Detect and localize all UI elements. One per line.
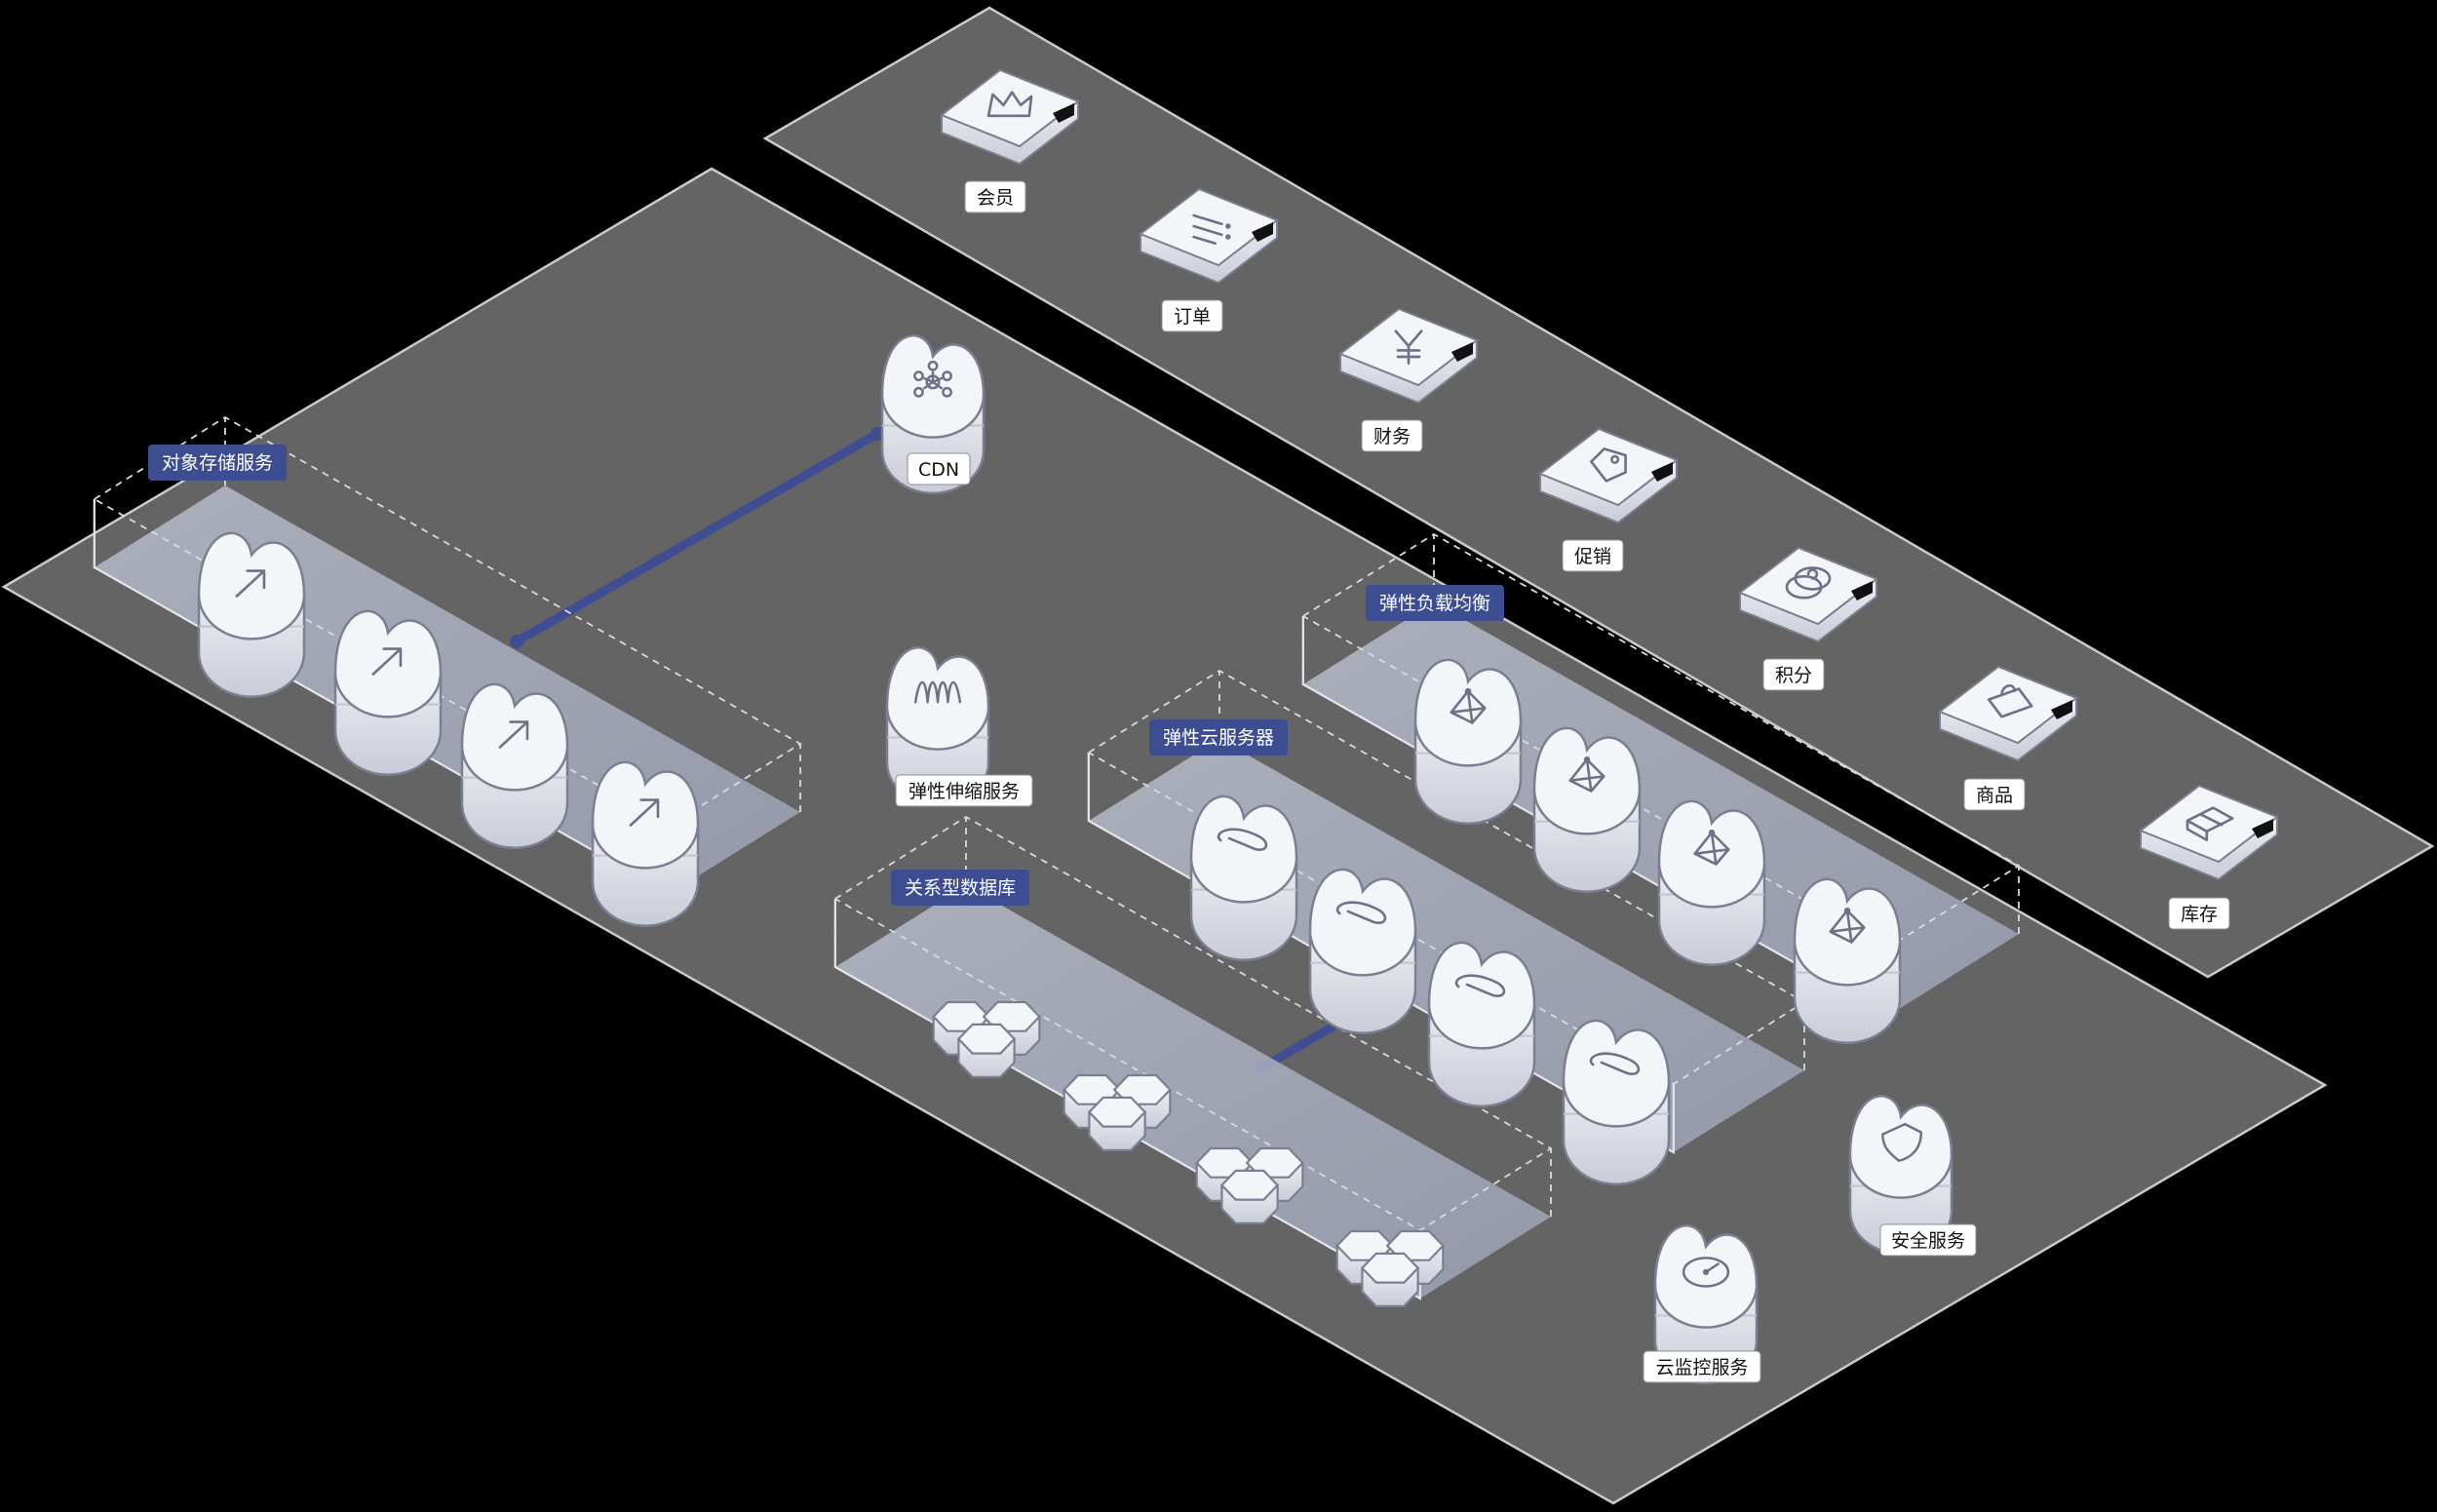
tag-icon xyxy=(1590,447,1627,483)
ecs-node-3[interactable] xyxy=(1427,941,1536,1108)
box-icon xyxy=(2186,806,2234,841)
balance-icon xyxy=(1829,907,1866,944)
elb-node-4[interactable] xyxy=(1793,877,1902,1045)
group-relational-db xyxy=(833,815,1553,1307)
service-label-security[interactable]: 安全服务 xyxy=(1879,1223,1977,1257)
group-label-relational-db[interactable]: 关系型数据库 xyxy=(891,870,1029,906)
business-product[interactable] xyxy=(1937,665,2079,762)
paperclip-icon xyxy=(1335,901,1387,924)
service-groups xyxy=(93,415,2021,1307)
business-inventory[interactable] xyxy=(2138,784,2280,881)
relational-db-node-1[interactable] xyxy=(932,1000,1041,1078)
connector-object-storage-cdn xyxy=(512,429,882,646)
group-ecs xyxy=(1087,669,1806,1186)
business-order[interactable] xyxy=(1138,187,1280,285)
network-icon xyxy=(913,360,952,398)
upload-arrow-icon xyxy=(371,647,403,676)
business-label-order[interactable]: 订单 xyxy=(1161,299,1223,332)
group-elb xyxy=(1301,532,2021,1045)
labels: 对象存储服务 关系型数据库 弹性云服务器 弹性负载均衡 CDN 弹性伸缩服务 安… xyxy=(148,180,2230,1383)
list-icon xyxy=(1192,213,1231,245)
balance-icon xyxy=(1568,756,1605,793)
ecs-node-1[interactable] xyxy=(1189,795,1298,962)
service-label-text: 云监控服务 xyxy=(1655,1357,1748,1378)
business-points[interactable] xyxy=(1737,546,1879,643)
object-storage-node-2[interactable] xyxy=(333,609,443,777)
business-label-member[interactable]: 会员 xyxy=(964,180,1026,213)
business-label-text: 促销 xyxy=(1574,546,1611,567)
group-label-text: 弹性云服务器 xyxy=(1163,727,1274,749)
relational-db-node-4[interactable] xyxy=(1335,1229,1445,1307)
upload-arrow-icon xyxy=(629,798,660,827)
business-finance[interactable] xyxy=(1337,307,1480,405)
spring-icon xyxy=(913,680,962,704)
business-label-text: 库存 xyxy=(2181,904,2218,925)
business-modules xyxy=(939,68,2280,881)
service-label-cdn[interactable]: CDN xyxy=(907,452,971,485)
business-label-inventory[interactable]: 库存 xyxy=(2168,897,2230,930)
group-label-text: 关系型数据库 xyxy=(905,877,1016,899)
business-label-finance[interactable]: 财务 xyxy=(1361,419,1423,452)
service-label-text: 弹性伸缩服务 xyxy=(909,781,1020,802)
paperclip-icon xyxy=(1589,1052,1641,1075)
group-label-elb[interactable]: 弹性负载均衡 xyxy=(1366,585,1504,621)
business-label-promotion[interactable]: 促销 xyxy=(1562,539,1624,572)
elb-node-3[interactable] xyxy=(1657,799,1766,967)
upload-arrow-icon xyxy=(235,569,266,598)
balance-icon xyxy=(1693,829,1730,866)
relational-db-node-2[interactable] xyxy=(1063,1073,1172,1151)
business-label-text: 会员 xyxy=(977,187,1014,209)
group-label-ecs[interactable]: 弹性云服务器 xyxy=(1149,719,1288,756)
business-label-text: 订单 xyxy=(1174,306,1211,328)
service-label-text: 安全服务 xyxy=(1891,1230,1965,1252)
elb-node-2[interactable] xyxy=(1532,726,1642,894)
ecs-node-4[interactable] xyxy=(1562,1019,1671,1186)
coins-icon xyxy=(1785,566,1832,600)
yen-icon xyxy=(1394,330,1423,365)
paperclip-icon xyxy=(1217,828,1268,851)
object-storage-node-1[interactable] xyxy=(197,531,306,699)
elb-node-1[interactable] xyxy=(1413,658,1523,826)
business-promotion[interactable] xyxy=(1537,427,1680,524)
group-label-text: 弹性负载均衡 xyxy=(1379,593,1490,614)
business-label-text: 财务 xyxy=(1373,426,1411,447)
ecs-node-2[interactable] xyxy=(1308,868,1417,1035)
object-storage-node-4[interactable] xyxy=(591,760,700,928)
paperclip-icon xyxy=(1454,974,1506,997)
shield-icon xyxy=(1881,1122,1923,1162)
balance-icon xyxy=(1450,687,1487,724)
business-member[interactable] xyxy=(939,68,1081,166)
service-label-text: CDN xyxy=(918,459,959,481)
object-storage-node-3[interactable] xyxy=(460,682,569,850)
service-label-monitoring[interactable]: 云监控服务 xyxy=(1643,1350,1761,1383)
business-label-product[interactable]: 商品 xyxy=(1963,778,2026,811)
group-label-text: 对象存储服务 xyxy=(162,452,273,474)
gauge-icon xyxy=(1682,1257,1730,1288)
bag-icon xyxy=(1987,684,2033,718)
crown-icon xyxy=(986,91,1033,118)
business-label-text: 商品 xyxy=(1976,785,2013,806)
upload-arrow-icon xyxy=(498,720,529,749)
service-label-auto-scaling[interactable]: 弹性伸缩服务 xyxy=(895,774,1033,807)
business-label-points[interactable]: 积分 xyxy=(1762,658,1825,691)
business-label-text: 积分 xyxy=(1775,665,1812,686)
group-label-object-storage[interactable]: 对象存储服务 xyxy=(148,445,287,481)
relational-db-node-3[interactable] xyxy=(1195,1146,1304,1224)
